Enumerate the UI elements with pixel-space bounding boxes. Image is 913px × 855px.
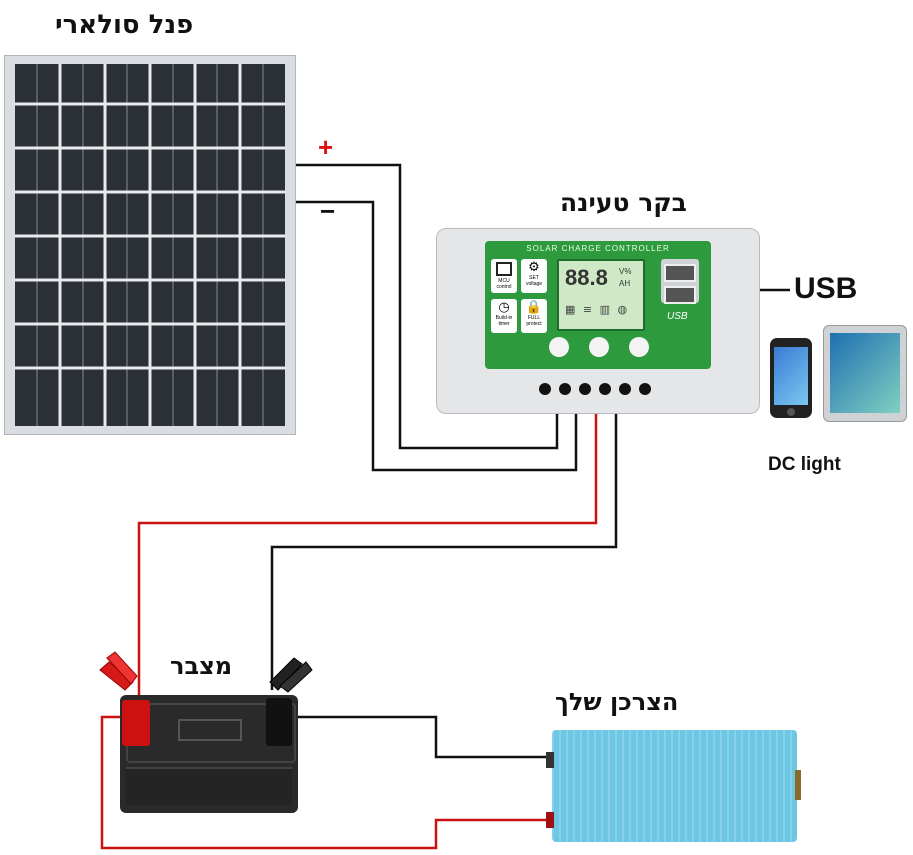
terminal-strip xyxy=(499,379,709,403)
lcd-units-top: V% xyxy=(619,267,631,276)
terminal-2 xyxy=(559,383,571,395)
usb-label: USB xyxy=(794,272,857,306)
usb-ports xyxy=(661,259,699,303)
black-clamp-jaw-icon xyxy=(262,650,322,710)
solar-panel xyxy=(4,55,296,435)
lcd-digits: 88.8 xyxy=(565,265,608,291)
red-clamp-jaw-icon xyxy=(95,650,155,710)
full-protect-icon: 🔒 FULL protect xyxy=(521,299,547,333)
menu-button[interactable] xyxy=(549,337,569,357)
terminal-5 xyxy=(619,383,631,395)
positive-sign: + xyxy=(318,132,333,163)
battery-negative-wire xyxy=(272,410,616,690)
mcu-control-icon: MCU control xyxy=(491,259,517,293)
down-button[interactable] xyxy=(629,337,649,357)
inverter-negative-wire xyxy=(288,717,550,757)
solar-cells-icon xyxy=(5,56,295,434)
terminal-3 xyxy=(579,383,591,395)
timer-icon: ◷ Build-in timer xyxy=(491,299,517,333)
terminal-1 xyxy=(539,383,551,395)
set-voltage-icon: ⚙ SET voltage xyxy=(521,259,547,293)
full-label: FULL protect xyxy=(526,315,541,327)
inverter xyxy=(552,730,797,842)
lcd-display: 88.8 V% AH ▦ ≡ ▥ ◍ xyxy=(557,259,645,331)
charge-controller: SOLAR CHARGE CONTROLLER MCU control ⚙ SE… xyxy=(436,228,760,414)
up-button[interactable] xyxy=(589,337,609,357)
mcu-label: MCU control xyxy=(496,278,511,290)
build-label: Build-in timer xyxy=(496,315,513,327)
dc-light-label: DC light xyxy=(768,454,841,476)
solar-panel-label: פנל סולארי xyxy=(55,10,193,40)
negative-sign: − xyxy=(320,196,335,227)
lcd-units-bottom: AH xyxy=(619,279,630,288)
lcd-status-icons: ▦ ≡ ▥ ◍ xyxy=(565,303,629,316)
tablet-icon xyxy=(823,325,907,422)
terminal-4 xyxy=(599,383,611,395)
consumer-label: הצרכן שלך xyxy=(555,688,678,716)
usb-logo: USB xyxy=(667,311,688,322)
controller-header: SOLAR CHARGE CONTROLLER xyxy=(485,244,711,253)
battery-label: מצבר xyxy=(170,652,232,680)
set-label: SET voltage xyxy=(526,275,542,287)
charge-controller-label: בקר טעינה xyxy=(560,188,687,217)
terminal-6 xyxy=(639,383,651,395)
controller-face: SOLAR CHARGE CONTROLLER MCU control ⚙ SE… xyxy=(485,241,711,369)
phone-icon xyxy=(770,338,812,418)
